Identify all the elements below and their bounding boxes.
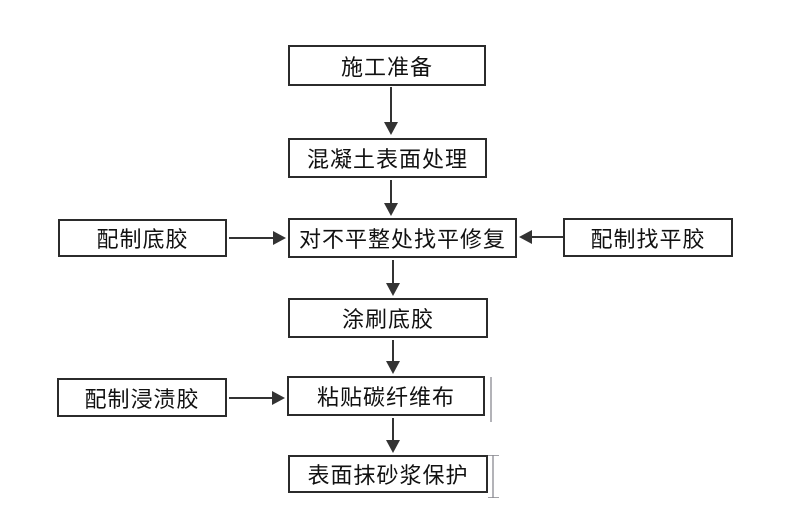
flow-node-surface-mortar-protection: 表面抹砂浆保护	[288, 455, 488, 493]
artifact-tick-bottom	[488, 497, 499, 498]
flow-node-concrete-surface-treatment: 混凝土表面处理	[288, 138, 487, 178]
artifact-line-mortar-box	[492, 455, 494, 498]
flow-node-prepare-primer-glue: 配制底胶	[58, 219, 227, 257]
flow-node-apply-primer: 涂刷底胶	[288, 298, 488, 338]
flow-node-prepare-leveling-glue: 配制找平胶	[563, 218, 733, 257]
flow-node-paste-carbon-fiber-cloth: 粘贴碳纤维布	[287, 376, 485, 416]
flow-node-construction-preparation: 施工准备	[288, 45, 486, 86]
artifact-tick-top	[488, 455, 499, 456]
flow-node-leveling-repair: 对不平整处找平修复	[288, 218, 517, 258]
flow-node-prepare-impregnation-glue: 配制浸渍胶	[57, 378, 227, 417]
artifact-line-carbon-fiber-box	[490, 377, 492, 422]
